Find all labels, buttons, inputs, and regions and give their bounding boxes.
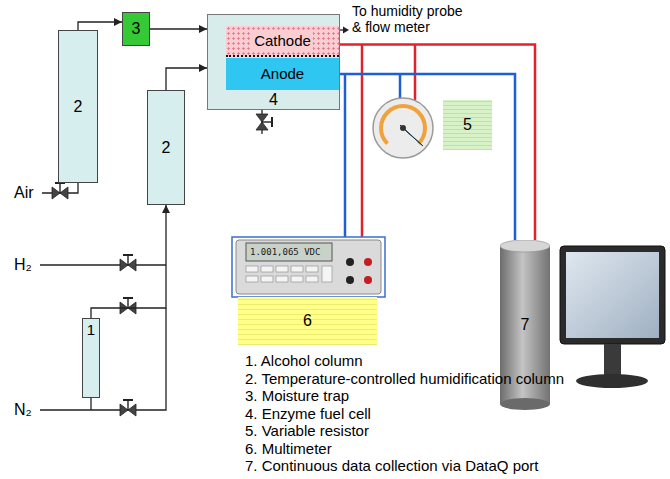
meter-button (261, 276, 273, 282)
fuel-cell: 4 CathodeAnode (207, 14, 340, 110)
arrowhead (162, 205, 170, 213)
connector-line (339, 74, 515, 240)
cathode-chamber: Cathode (226, 26, 339, 57)
gas-label: H₂ (14, 256, 32, 274)
node-text: 3 (132, 20, 141, 38)
meter-button (306, 276, 318, 282)
gas-flow-arrow (150, 25, 207, 33)
node-text: 5 (463, 116, 472, 134)
hydrogen-pipe (40, 264, 166, 265)
key-item: 4. Enzyme fuel cell (245, 405, 665, 423)
node-text: 2 (74, 98, 83, 116)
node-text: 6 (303, 312, 312, 330)
connector-line (166, 68, 207, 90)
anode-chamber: Anode (226, 58, 339, 90)
meter-button (261, 266, 273, 272)
connector-line (339, 45, 535, 240)
blue-wire (344, 74, 347, 237)
meter-terminal (346, 276, 354, 284)
key-item: 7. Continuous data collection via DataQ … (245, 457, 665, 475)
arrowhead (199, 64, 207, 72)
monitor-base (576, 374, 648, 388)
key-item: 6. Multimeter (245, 440, 665, 458)
node-text: Anode (261, 65, 304, 83)
gas-label: Air (14, 184, 34, 202)
node-text: 4 (269, 91, 278, 109)
node-text: 2 (162, 139, 171, 157)
outlet-arrowhead (343, 27, 349, 34)
connector-line (91, 205, 166, 318)
resistor-callout-box: 5 (443, 100, 492, 150)
computer-monitor (560, 246, 665, 388)
cylinder-bottom (500, 398, 550, 410)
arrowhead (114, 18, 122, 26)
humidification-column: 2 (147, 90, 185, 205)
gas-flow-arrow (91, 205, 170, 318)
node-text: Cathode (252, 32, 313, 50)
resistor-dial (373, 98, 433, 158)
node-text: 7 (521, 316, 530, 334)
red-wire (414, 45, 417, 100)
nitrogen-valve (120, 400, 136, 416)
dial-hub (400, 125, 406, 131)
meter-button (276, 266, 288, 272)
picture-frame (232, 237, 385, 297)
outlet-pipe (340, 29, 343, 30)
monitor-screen (566, 252, 659, 338)
outlet-note: To humidity probe & flow meter (352, 3, 472, 35)
meter-terminal (364, 276, 372, 284)
key-item: 2. Temperature-controlled humidification… (245, 370, 665, 388)
meter-button (322, 266, 332, 282)
nitrogen-branch (90, 398, 91, 410)
display-readout: 1.001,065 VDC (250, 246, 320, 258)
multimeter-callout-box: 6 (238, 297, 377, 345)
key-item: 1. Alcohol column (245, 352, 665, 370)
gas-flow-arrow (166, 64, 207, 90)
gas-label: N₂ (14, 401, 32, 419)
dial-face (373, 98, 433, 158)
hydrogen-valve (120, 255, 136, 271)
dial-pointer (400, 125, 423, 146)
node-text: 1 (87, 321, 95, 339)
meter-button (291, 276, 303, 282)
meter-terminal (364, 258, 372, 266)
cylinder-top (500, 240, 550, 252)
nitrogen-pipe (40, 308, 166, 410)
arrowhead (199, 25, 207, 33)
meter-button (246, 276, 258, 282)
multimeter-illustration (232, 237, 385, 297)
meter-button (291, 266, 303, 272)
drain-valve (256, 114, 272, 130)
meter-display (246, 243, 332, 261)
humidification-column: 2 (58, 30, 98, 183)
gas-flow-arrow (78, 18, 122, 30)
connector-line (150, 28, 207, 29)
monitor-bezel (560, 246, 665, 344)
meter-button (246, 266, 258, 272)
blue-wire (339, 74, 515, 240)
air-valve (52, 183, 68, 199)
red-wire (339, 45, 535, 240)
key-item: 3. Moisture trap (245, 387, 665, 405)
meter-button (306, 266, 318, 272)
meter-button (276, 276, 288, 282)
meter-body (236, 240, 381, 294)
dial-track (381, 106, 425, 144)
alcohol-valve (120, 298, 136, 314)
alcohol-column: 1 (82, 318, 100, 398)
blue-wire (399, 74, 402, 98)
moisture-trap: 3 (122, 12, 150, 46)
key-item: 5. Variable resistor (245, 422, 665, 440)
monitor-neck (604, 344, 621, 376)
meter-terminal (346, 258, 354, 266)
meter-buttons (246, 266, 332, 282)
